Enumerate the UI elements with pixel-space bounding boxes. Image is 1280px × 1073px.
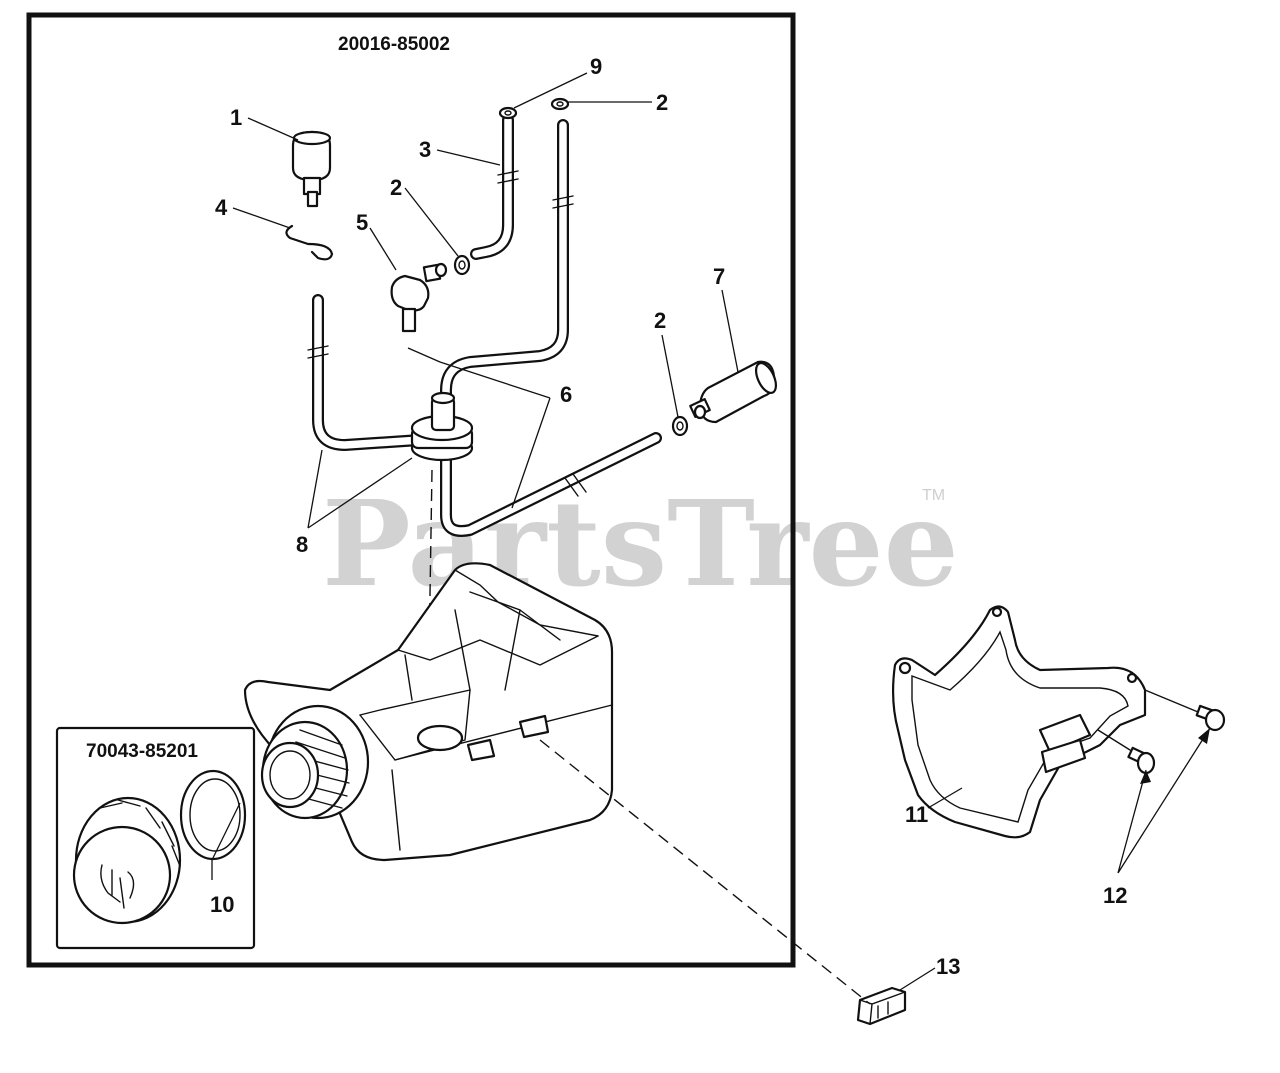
washer-9: [498, 106, 518, 120]
leader-6: [407, 347, 551, 509]
callout-9: 9: [590, 54, 602, 79]
leader-2-right: [661, 334, 679, 418]
leader-8: [307, 449, 413, 529]
callout-11: 11: [905, 802, 928, 827]
washer-2-right: [671, 415, 689, 437]
leader-5: [369, 227, 397, 271]
callout-5: 5: [356, 210, 368, 235]
gasket-part: [179, 769, 247, 861]
callout-3: 3: [419, 137, 431, 162]
leader-11: [927, 787, 963, 809]
fuel-cap-part: [72, 796, 182, 925]
leader-9: [513, 72, 588, 109]
callout-1: 1: [230, 105, 242, 130]
filter-hose: [440, 432, 662, 537]
main-kit-frame: [26, 12, 796, 968]
leader-7: [721, 289, 739, 373]
washer-2-upper: [550, 97, 570, 111]
callout-8: 8: [296, 532, 308, 557]
return-hose: [470, 114, 519, 260]
washer-2-middle: [453, 254, 471, 276]
leader-12: [1117, 727, 1211, 874]
rubber-mount-part: [856, 986, 907, 1026]
tank-neck: [260, 704, 370, 820]
cap-kit-number: 70043-85201: [86, 741, 198, 762]
callout-2-upper: 2: [656, 90, 668, 115]
clip-part: [285, 224, 334, 261]
elbow-fitting-part: [390, 262, 448, 333]
leader-3: [436, 149, 501, 166]
callout-7: 7: [713, 264, 725, 289]
callout-2-middle: 2: [390, 175, 402, 200]
screw-upper: [1144, 689, 1226, 732]
callout-2-right: 2: [654, 308, 666, 333]
callout-10: 10: [210, 892, 234, 917]
leader-2-middle: [404, 187, 459, 257]
watermark-trademark: TM: [922, 487, 945, 504]
callout-12: 12: [1103, 883, 1127, 908]
callout-13: 13: [936, 954, 960, 979]
leader-12-arrowheads: [1140, 728, 1210, 784]
pickup-body-part: [291, 130, 332, 208]
grommet-part: [410, 391, 474, 462]
fuel-line-hose-right: [440, 119, 574, 411]
fuel-filter-part: [689, 360, 778, 424]
leader-13: [899, 967, 936, 991]
mount-dashed-line: [539, 739, 871, 1005]
tank-outlet-dashed-line: [427, 469, 433, 721]
leader-10: [211, 802, 241, 880]
watermark: PartsTree: [322, 474, 959, 613]
leader-1: [247, 117, 299, 141]
main-kit-number: 20016-85002: [338, 34, 450, 55]
tank-bracket-part: [892, 605, 1147, 839]
callout-6: 6: [560, 382, 572, 407]
callout-4: 4: [215, 195, 228, 220]
leader-4: [232, 207, 291, 229]
